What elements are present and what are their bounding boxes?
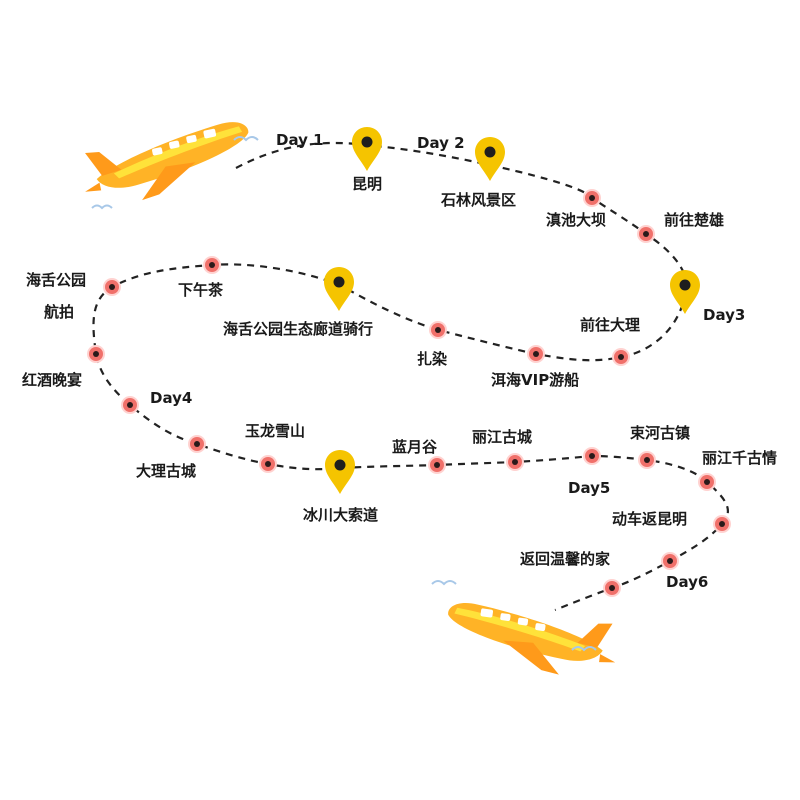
stop-label-park: 海舌公园 xyxy=(26,271,87,289)
bird-icon xyxy=(233,136,259,142)
stop-label-dali: 前往大理 xyxy=(580,316,641,334)
stop-label-tea: 下午茶 xyxy=(178,281,224,299)
stop-label-aerial: 航拍 xyxy=(44,303,75,321)
plane-icon-end xyxy=(441,600,621,683)
stop-dot xyxy=(637,225,655,243)
day-label-3: Day3 xyxy=(703,306,746,324)
stop-dot xyxy=(259,455,277,473)
pin-icon-day3 xyxy=(670,270,700,314)
stop-dot xyxy=(121,396,139,414)
pin-icon-kunming xyxy=(352,127,382,171)
bird-icon xyxy=(431,580,457,586)
stop-label-dali-old: 大理古城 xyxy=(136,462,197,480)
stop-label-chuxiong: 前往楚雄 xyxy=(664,211,725,229)
day-label-2: Day 2 xyxy=(417,134,465,152)
bird-icon xyxy=(571,646,597,652)
stop-label-show: 丽江千古情 xyxy=(702,449,778,467)
pin-icon-cycling xyxy=(324,267,354,311)
stop-label-bluemoon: 蓝月谷 xyxy=(392,438,438,456)
stop-dot xyxy=(638,451,656,469)
day-label-4: Day4 xyxy=(150,389,193,407)
stop-dot xyxy=(188,435,206,453)
stop-dot xyxy=(527,345,545,363)
stop-dot xyxy=(429,321,447,339)
stop-dot xyxy=(87,345,105,363)
stop-label-dianchi: 滇池大坝 xyxy=(546,211,607,229)
stop-dot xyxy=(713,515,731,533)
stop-dot xyxy=(612,348,630,366)
stop-dot xyxy=(698,473,716,491)
stop-label-lijiang: 丽江古城 xyxy=(472,428,533,446)
day-label-5: Day5 xyxy=(568,479,611,497)
day-label-1: Day 1 xyxy=(276,131,324,149)
stop-label-jade: 玉龙雪山 xyxy=(245,422,306,440)
stop-label-wine: 红酒晚宴 xyxy=(22,371,83,389)
stop-label-zaran: 扎染 xyxy=(417,350,448,368)
bird-icon xyxy=(91,204,113,210)
stop-dot xyxy=(203,256,221,274)
stop-label-shilin: 石林风景区 xyxy=(441,191,517,209)
route-path xyxy=(92,141,729,612)
pin-icon-glacier xyxy=(325,450,355,494)
stop-label-kunming: 昆明 xyxy=(352,175,383,193)
stop-dot xyxy=(428,456,446,474)
stop-label-glacier: 冰川大索道 xyxy=(303,506,379,524)
stop-label-cycling: 海舌公园生态廊道骑行 xyxy=(223,320,374,338)
stop-dot xyxy=(661,552,679,570)
stop-dot xyxy=(103,278,121,296)
stop-label-shuhe: 束河古镇 xyxy=(630,424,691,442)
stop-dot xyxy=(603,579,621,597)
stop-dot xyxy=(506,453,524,471)
stop-label-erhai: 洱海VIP游船 xyxy=(491,371,580,389)
day-label-6: Day6 xyxy=(666,573,709,591)
pin-icon-shilin xyxy=(475,137,505,181)
stop-dot xyxy=(583,447,601,465)
stop-label-train: 动车返昆明 xyxy=(612,510,688,528)
stop-dot xyxy=(583,189,601,207)
plane-icon-start xyxy=(77,118,258,212)
stop-label-home: 返回温馨的家 xyxy=(520,550,611,568)
